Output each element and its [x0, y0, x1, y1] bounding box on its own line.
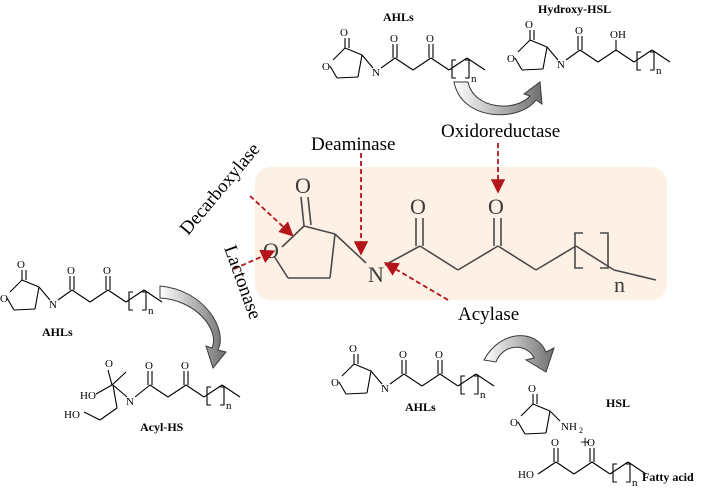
- bottom-ahl-label: AHLs: [405, 400, 436, 414]
- top-ahl-o3: O: [390, 33, 398, 45]
- fatty-acid-o2: O: [587, 437, 595, 449]
- hsl-nh: NH: [561, 421, 577, 433]
- central-repeat-n: n: [614, 272, 625, 297]
- decarboxylase-label: Decarboxylase: [176, 139, 265, 239]
- left-ahl-o4: O: [103, 265, 111, 277]
- hsl-structure: [517, 394, 561, 435]
- left-ahl-n-repeat: n: [148, 305, 154, 317]
- oxidoreductase-label: Oxidoreductase: [441, 121, 560, 142]
- fatty-acid-o1: O: [551, 437, 559, 449]
- acylase-arrow: [383, 262, 449, 301]
- bottom-ahl-o1: O: [349, 343, 357, 355]
- acyl-hs-o1: O: [105, 358, 113, 370]
- left-ahl-o1: O: [17, 259, 25, 271]
- top-ahl-structure: [329, 38, 486, 79]
- central-highlight-box: [255, 167, 667, 300]
- fatty-acid-label: Fatty acid: [642, 470, 694, 484]
- left-ahl-n: N: [49, 299, 57, 311]
- left-ahl-o3: O: [67, 265, 75, 277]
- bottom-curved-arrow: [483, 335, 555, 373]
- bottom-ahl-o3: O: [399, 349, 407, 361]
- top-ahl-o1: O: [340, 27, 348, 39]
- acyl-hs-label: Acyl-HS: [140, 420, 184, 434]
- acylase-label: Acylase: [458, 304, 519, 325]
- decarboxylase-arrow: [249, 195, 294, 237]
- bottom-ahl-structure: [338, 354, 495, 395]
- hhsl-o2: O: [507, 53, 515, 65]
- top-curved-arrow: [453, 81, 543, 116]
- hsl-nh-subscript: 2: [579, 426, 583, 435]
- acyl-hs-ho1: HO: [80, 390, 96, 402]
- top-ahl-o2: O: [322, 61, 330, 73]
- fatty-acid-structure: [537, 448, 647, 483]
- left-ahl-label: AHLs: [42, 325, 73, 339]
- hydroxy-hsl-label: Hydroxy-HSL: [538, 2, 611, 16]
- acyl-hs-o4: O: [181, 360, 189, 372]
- deaminase-label: Deaminase: [311, 134, 395, 155]
- top-ahl-o4: O: [426, 33, 434, 45]
- hsl-label: HSL: [606, 396, 630, 410]
- left-curved-arrow: [159, 285, 227, 370]
- top-ahl-n: N: [372, 67, 380, 79]
- acyl-hs-ho2: HO: [64, 409, 80, 421]
- top-ahl-n-repeat: n: [471, 73, 477, 85]
- left-ahl-structure: [6, 270, 163, 311]
- hsl-o1: O: [528, 383, 536, 395]
- bottom-ahl-n: N: [381, 383, 389, 395]
- hhsl-oh: OH: [610, 29, 626, 41]
- central-ring-oxygen-carbonyl: O: [295, 173, 311, 198]
- fatty-acid-ho: HO: [518, 469, 534, 481]
- acyl-hs-n: N: [126, 396, 134, 408]
- bottom-ahl-o4: O: [435, 349, 443, 361]
- acyl-hs-structure: [83, 369, 241, 421]
- central-nitrogen: N: [368, 262, 384, 287]
- left-ahl-o2: O: [0, 293, 8, 305]
- acyl-hs-n-repeat: n: [226, 400, 232, 412]
- central-keto-oxygen: O: [488, 194, 504, 219]
- lactonase-arrow: [233, 249, 276, 270]
- central-ring-oxygen: O: [263, 238, 279, 263]
- fatty-acid-n-repeat: n: [632, 477, 638, 489]
- hhsl-n: N: [557, 59, 565, 71]
- hydroxy-hsl-structure: [514, 30, 671, 71]
- plus-sign: +: [580, 432, 590, 452]
- bottom-ahl-o2: O: [331, 377, 339, 389]
- hsl-o2: O: [510, 417, 518, 429]
- hhsl-o3: O: [575, 25, 583, 37]
- central-ahl-structure: [273, 196, 657, 281]
- central-amide-oxygen: O: [410, 194, 426, 219]
- top-ahl-label: AHLs: [383, 10, 414, 24]
- hhsl-o1: O: [525, 19, 533, 31]
- acyl-hs-o3: O: [145, 360, 153, 372]
- hhsl-n-repeat: n: [656, 65, 662, 77]
- bottom-ahl-n-repeat: n: [480, 389, 486, 401]
